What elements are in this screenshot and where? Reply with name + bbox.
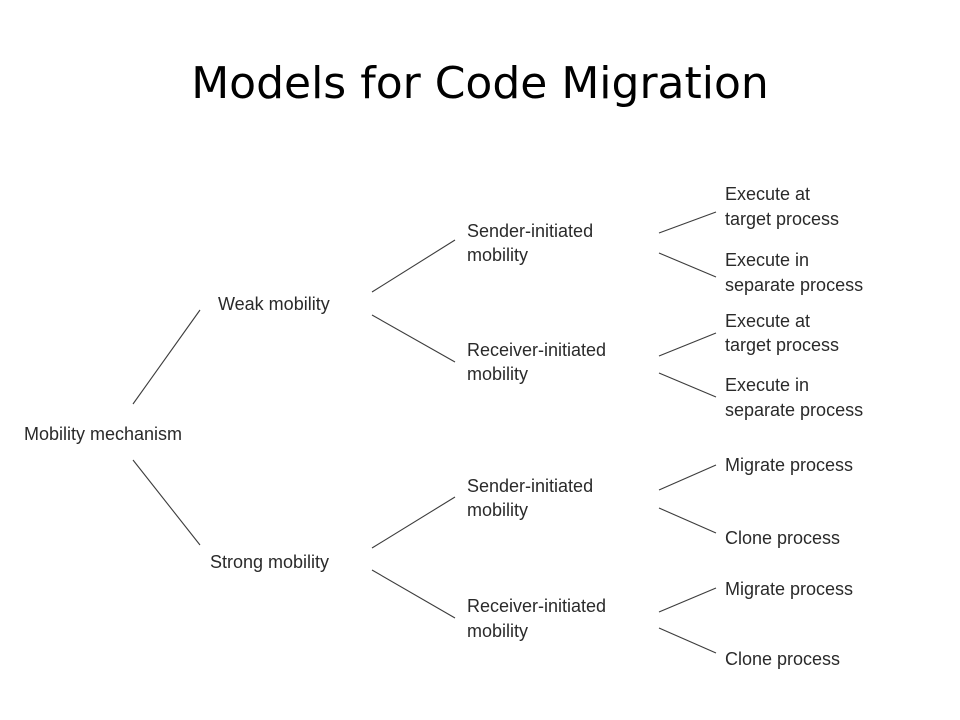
edge-strong-receiver-leaf-2 xyxy=(658,627,717,654)
edge-weak-receiver-leaf-1 xyxy=(658,332,717,357)
leaf-strong-receiver-clone-process: Clone process xyxy=(725,649,840,669)
edge-weak-receiver-leaf-2 xyxy=(658,372,717,398)
leaf-weak-sender-execute-in-separate: Execute in separate process xyxy=(725,250,863,295)
node-strong-sender: Sender-initiated mobility xyxy=(467,476,598,520)
leaf-line: Execute in xyxy=(725,375,809,395)
leaf-line: Execute at xyxy=(725,311,810,331)
leaf-line: target process xyxy=(725,209,839,229)
node-weak-mobility: Weak mobility xyxy=(218,294,330,314)
node-strong-receiver-line-1: Receiver-initiated xyxy=(467,596,606,616)
edge-strong-sender-leaf-1 xyxy=(658,464,717,491)
edge-strong-receiver-leaf-1 xyxy=(658,587,717,613)
leaf-weak-sender-execute-at-target: Execute at target process xyxy=(725,184,839,229)
node-weak-sender-line-1: Sender-initiated xyxy=(467,221,593,241)
node-weak-sender-line-2: mobility xyxy=(467,245,528,265)
node-strong-sender-line-1: Sender-initiated xyxy=(467,476,593,496)
edge-weak-sender-leaf-2 xyxy=(658,252,717,278)
edge-root-weak xyxy=(132,309,201,405)
slide-title: Models for Code Migration xyxy=(191,58,769,109)
edge-weak-sender-leaf-1 xyxy=(658,211,717,234)
leaf-strong-sender-clone-process: Clone process xyxy=(725,528,840,548)
node-weak-receiver-line-2: mobility xyxy=(467,364,528,384)
leaf-weak-receiver-execute-in-separate: Execute in separate process xyxy=(725,375,863,420)
node-strong-sender-line-2: mobility xyxy=(467,500,528,520)
node-strong-mobility: Strong mobility xyxy=(210,552,329,572)
leaf-line: Execute at xyxy=(725,184,810,204)
edge-strong-receiver xyxy=(371,569,456,619)
leaf-line: target process xyxy=(725,335,839,355)
edge-strong-sender-leaf-2 xyxy=(658,507,717,534)
node-strong-receiver-line-2: mobility xyxy=(467,621,528,641)
node-weak-receiver: Receiver-initiated mobility xyxy=(467,340,611,384)
leaf-line: Execute in xyxy=(725,250,809,270)
leaf-line: separate process xyxy=(725,275,863,295)
leaf-weak-receiver-execute-at-target: Execute at target process xyxy=(725,311,839,355)
leaf-strong-receiver-migrate-process: Migrate process xyxy=(725,579,853,599)
edge-weak-sender xyxy=(371,239,456,293)
node-weak-receiver-line-1: Receiver-initiated xyxy=(467,340,606,360)
leaf-line: separate process xyxy=(725,400,863,420)
leaf-strong-sender-migrate-process: Migrate process xyxy=(725,455,853,475)
node-strong-receiver: Receiver-initiated mobility xyxy=(467,596,611,641)
edge-weak-receiver xyxy=(371,314,456,363)
node-root: Mobility mechanism xyxy=(24,424,182,444)
edge-strong-sender xyxy=(371,496,456,549)
node-weak-sender: Sender-initiated mobility xyxy=(467,221,598,265)
edge-root-strong xyxy=(132,459,201,546)
